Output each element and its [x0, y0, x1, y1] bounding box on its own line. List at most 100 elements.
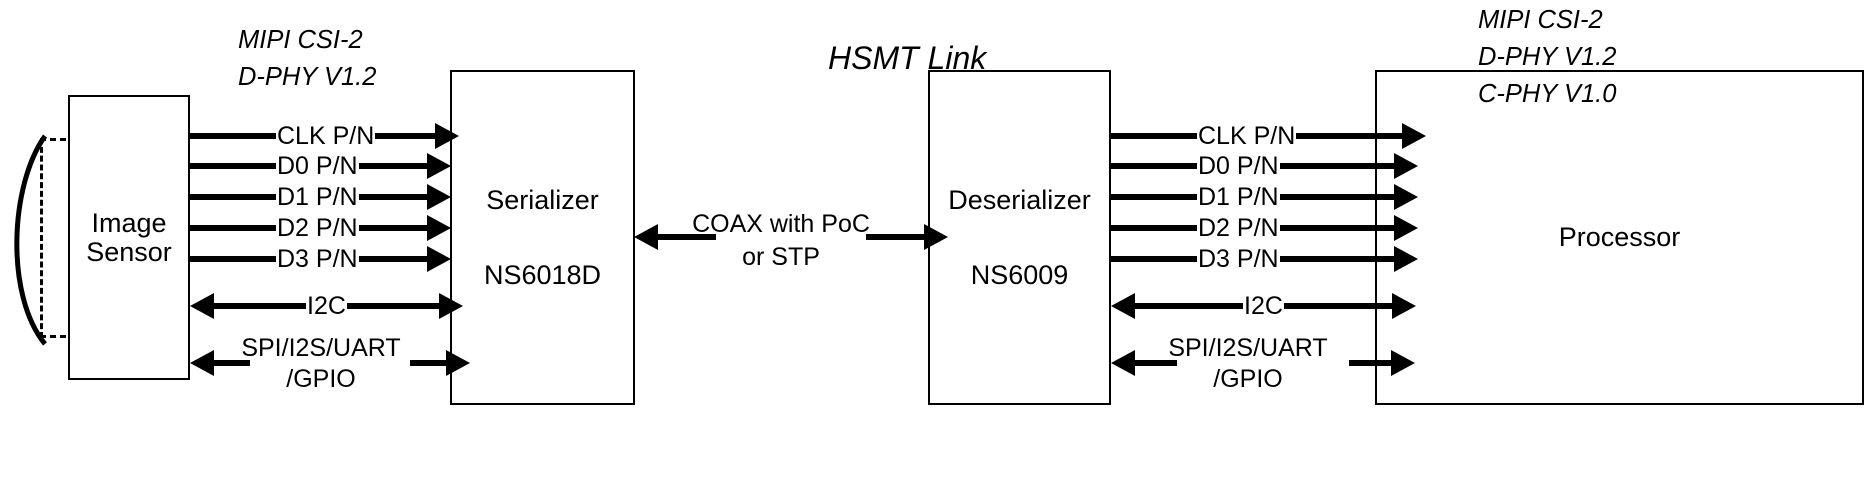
link-arrow-to-serializer: [634, 224, 716, 250]
block-processor[interactable]: Processor: [1375, 70, 1864, 405]
wire-segment: [190, 163, 276, 169]
wire-segment: [1279, 256, 1394, 262]
arrow-right-icon: [435, 123, 460, 149]
arrow-right-icon: [1393, 246, 1418, 272]
arrow-right-icon: [426, 215, 451, 241]
signal-right-label-d0: D0 P/N: [1198, 151, 1279, 180]
arrow-right-icon: [438, 293, 463, 319]
signal-left-label-d3: D3 P/N: [277, 244, 358, 273]
right-note-line-3: C-PHY V1.0: [1478, 79, 1617, 108]
wire-segment: [1279, 163, 1394, 169]
right-note-line-2: D-PHY V1.2: [1478, 42, 1617, 71]
wire-segment: [1111, 256, 1197, 262]
lens-arc-icon: [14, 134, 48, 346]
signal-right-d2: D2 P/N: [1111, 215, 1418, 241]
wire-segment: [358, 194, 427, 200]
wire-segment: [1111, 133, 1197, 139]
signal-right-label-d1: D1 P/N: [1198, 182, 1279, 211]
link-medium-label: COAX with PoC or STP: [690, 208, 872, 273]
arrow-right-icon: [426, 184, 451, 210]
signal-left-d1: D1 P/N: [190, 184, 451, 210]
wire-segment: [214, 360, 250, 366]
arrow-left-icon: [1111, 293, 1135, 319]
signal-right-lowspeed: [1111, 350, 1415, 376]
arrow-right-icon: [426, 153, 451, 179]
signal-right-d0: D0 P/N: [1111, 153, 1418, 179]
signal-left-label-d1: D1 P/N: [277, 182, 358, 211]
serializer-part-number: NS6018D: [483, 259, 602, 290]
wire-segment: [346, 303, 439, 309]
signal-right-i2c: I2C: [1111, 293, 1416, 319]
arrow-left-icon: [190, 293, 214, 319]
arrow-right-icon: [426, 246, 451, 272]
wire-segment: [375, 133, 436, 139]
arrow-left-icon: [190, 350, 214, 376]
lens-dashed-outline: [40, 138, 76, 338]
signal-right-label-clk: CLK P/N: [1198, 121, 1296, 150]
signal-left-label-d2: D2 P/N: [277, 213, 358, 242]
signal-right-lowspeed-label: SPI/I2S/UART /GPIO: [1159, 333, 1337, 394]
signal-left-label-clk: CLK P/N: [277, 121, 375, 150]
arrow-left-icon: [1111, 350, 1135, 376]
left-note-line-1: MIPI CSI-2: [238, 26, 363, 54]
arrow-right-icon: [1393, 215, 1418, 241]
left-interface-note: MIPI CSI-2 D-PHY V1.2: [238, 22, 376, 96]
wire-segment: [1111, 225, 1197, 231]
wire-segment: [190, 225, 276, 231]
block-serializer[interactable]: Serializer NS6018D: [450, 70, 635, 405]
processor-label: Processor: [1558, 222, 1681, 253]
wire-segment: [190, 133, 276, 139]
wire-segment: [214, 303, 306, 309]
wire-segment: [1283, 303, 1392, 309]
arrow-right-icon: [1402, 123, 1427, 149]
arrow-right-icon: [1393, 184, 1418, 210]
signal-left-lowspeed-label: SPI/I2S/UART /GPIO: [232, 333, 410, 394]
lowspeed-right-line1: SPI/I2S/UART: [1168, 334, 1328, 362]
signal-right-d1: D1 P/N: [1111, 184, 1418, 210]
deserializer-part-number: NS6009: [970, 259, 1069, 290]
wire-segment: [1279, 194, 1394, 200]
signal-right-label-i2c: I2C: [1244, 291, 1283, 320]
block-image-sensor[interactable]: Image Sensor: [68, 95, 190, 380]
signal-left-d3: D3 P/N: [190, 246, 451, 272]
wire-segment: [1135, 360, 1177, 366]
signal-right-clk: CLK P/N: [1111, 121, 1427, 150]
wire-segment: [1279, 225, 1394, 231]
serializer-label: Serializer: [486, 185, 599, 216]
block-deserializer[interactable]: Deserializer NS6009: [928, 70, 1111, 405]
link-arrow-to-deserializer: [866, 224, 948, 250]
wire-segment: [358, 163, 427, 169]
wire-segment: [1349, 360, 1391, 366]
wire-segment: [358, 256, 427, 262]
signal-left-label-d0: D0 P/N: [277, 151, 358, 180]
signal-left-label-i2c: I2C: [307, 291, 346, 320]
wire-segment: [1135, 303, 1243, 309]
wire-segment: [358, 225, 427, 231]
arrow-right-icon: [1393, 153, 1418, 179]
link-medium-line1: COAX with PoC: [692, 210, 870, 238]
wire-segment: [190, 256, 276, 262]
image-sensor-label-line1: Image: [91, 208, 167, 239]
right-interface-note: MIPI CSI-2 D-PHY V1.2 C-PHY V1.0: [1478, 2, 1616, 113]
left-note-line-2: D-PHY V1.2: [238, 62, 377, 91]
arrow-right-icon: [1391, 293, 1416, 319]
wire-segment: [1296, 133, 1403, 139]
wire-segment: [190, 194, 276, 200]
link-medium-line2: or STP: [742, 242, 820, 271]
lowspeed-left-line1: SPI/I2S/UART: [241, 334, 401, 362]
image-sensor-label-line2: Sensor: [86, 236, 172, 267]
wire-segment: [658, 234, 716, 240]
lowspeed-right-line2: /GPIO: [1213, 364, 1283, 393]
arrow-left-icon: [634, 224, 658, 250]
lowspeed-left-line2: /GPIO: [286, 364, 356, 393]
wire-segment: [866, 234, 924, 240]
signal-left-lowspeed: [190, 350, 470, 376]
diagram-title: HSMT Link: [828, 40, 987, 76]
signal-right-label-d3: D3 P/N: [1198, 244, 1279, 273]
arrow-right-icon: [1391, 350, 1415, 376]
signal-left-d0: D0 P/N: [190, 153, 451, 179]
wire-segment: [1111, 194, 1197, 200]
signal-left-d2: D2 P/N: [190, 215, 451, 241]
signal-right-label-d2: D2 P/N: [1198, 213, 1279, 242]
